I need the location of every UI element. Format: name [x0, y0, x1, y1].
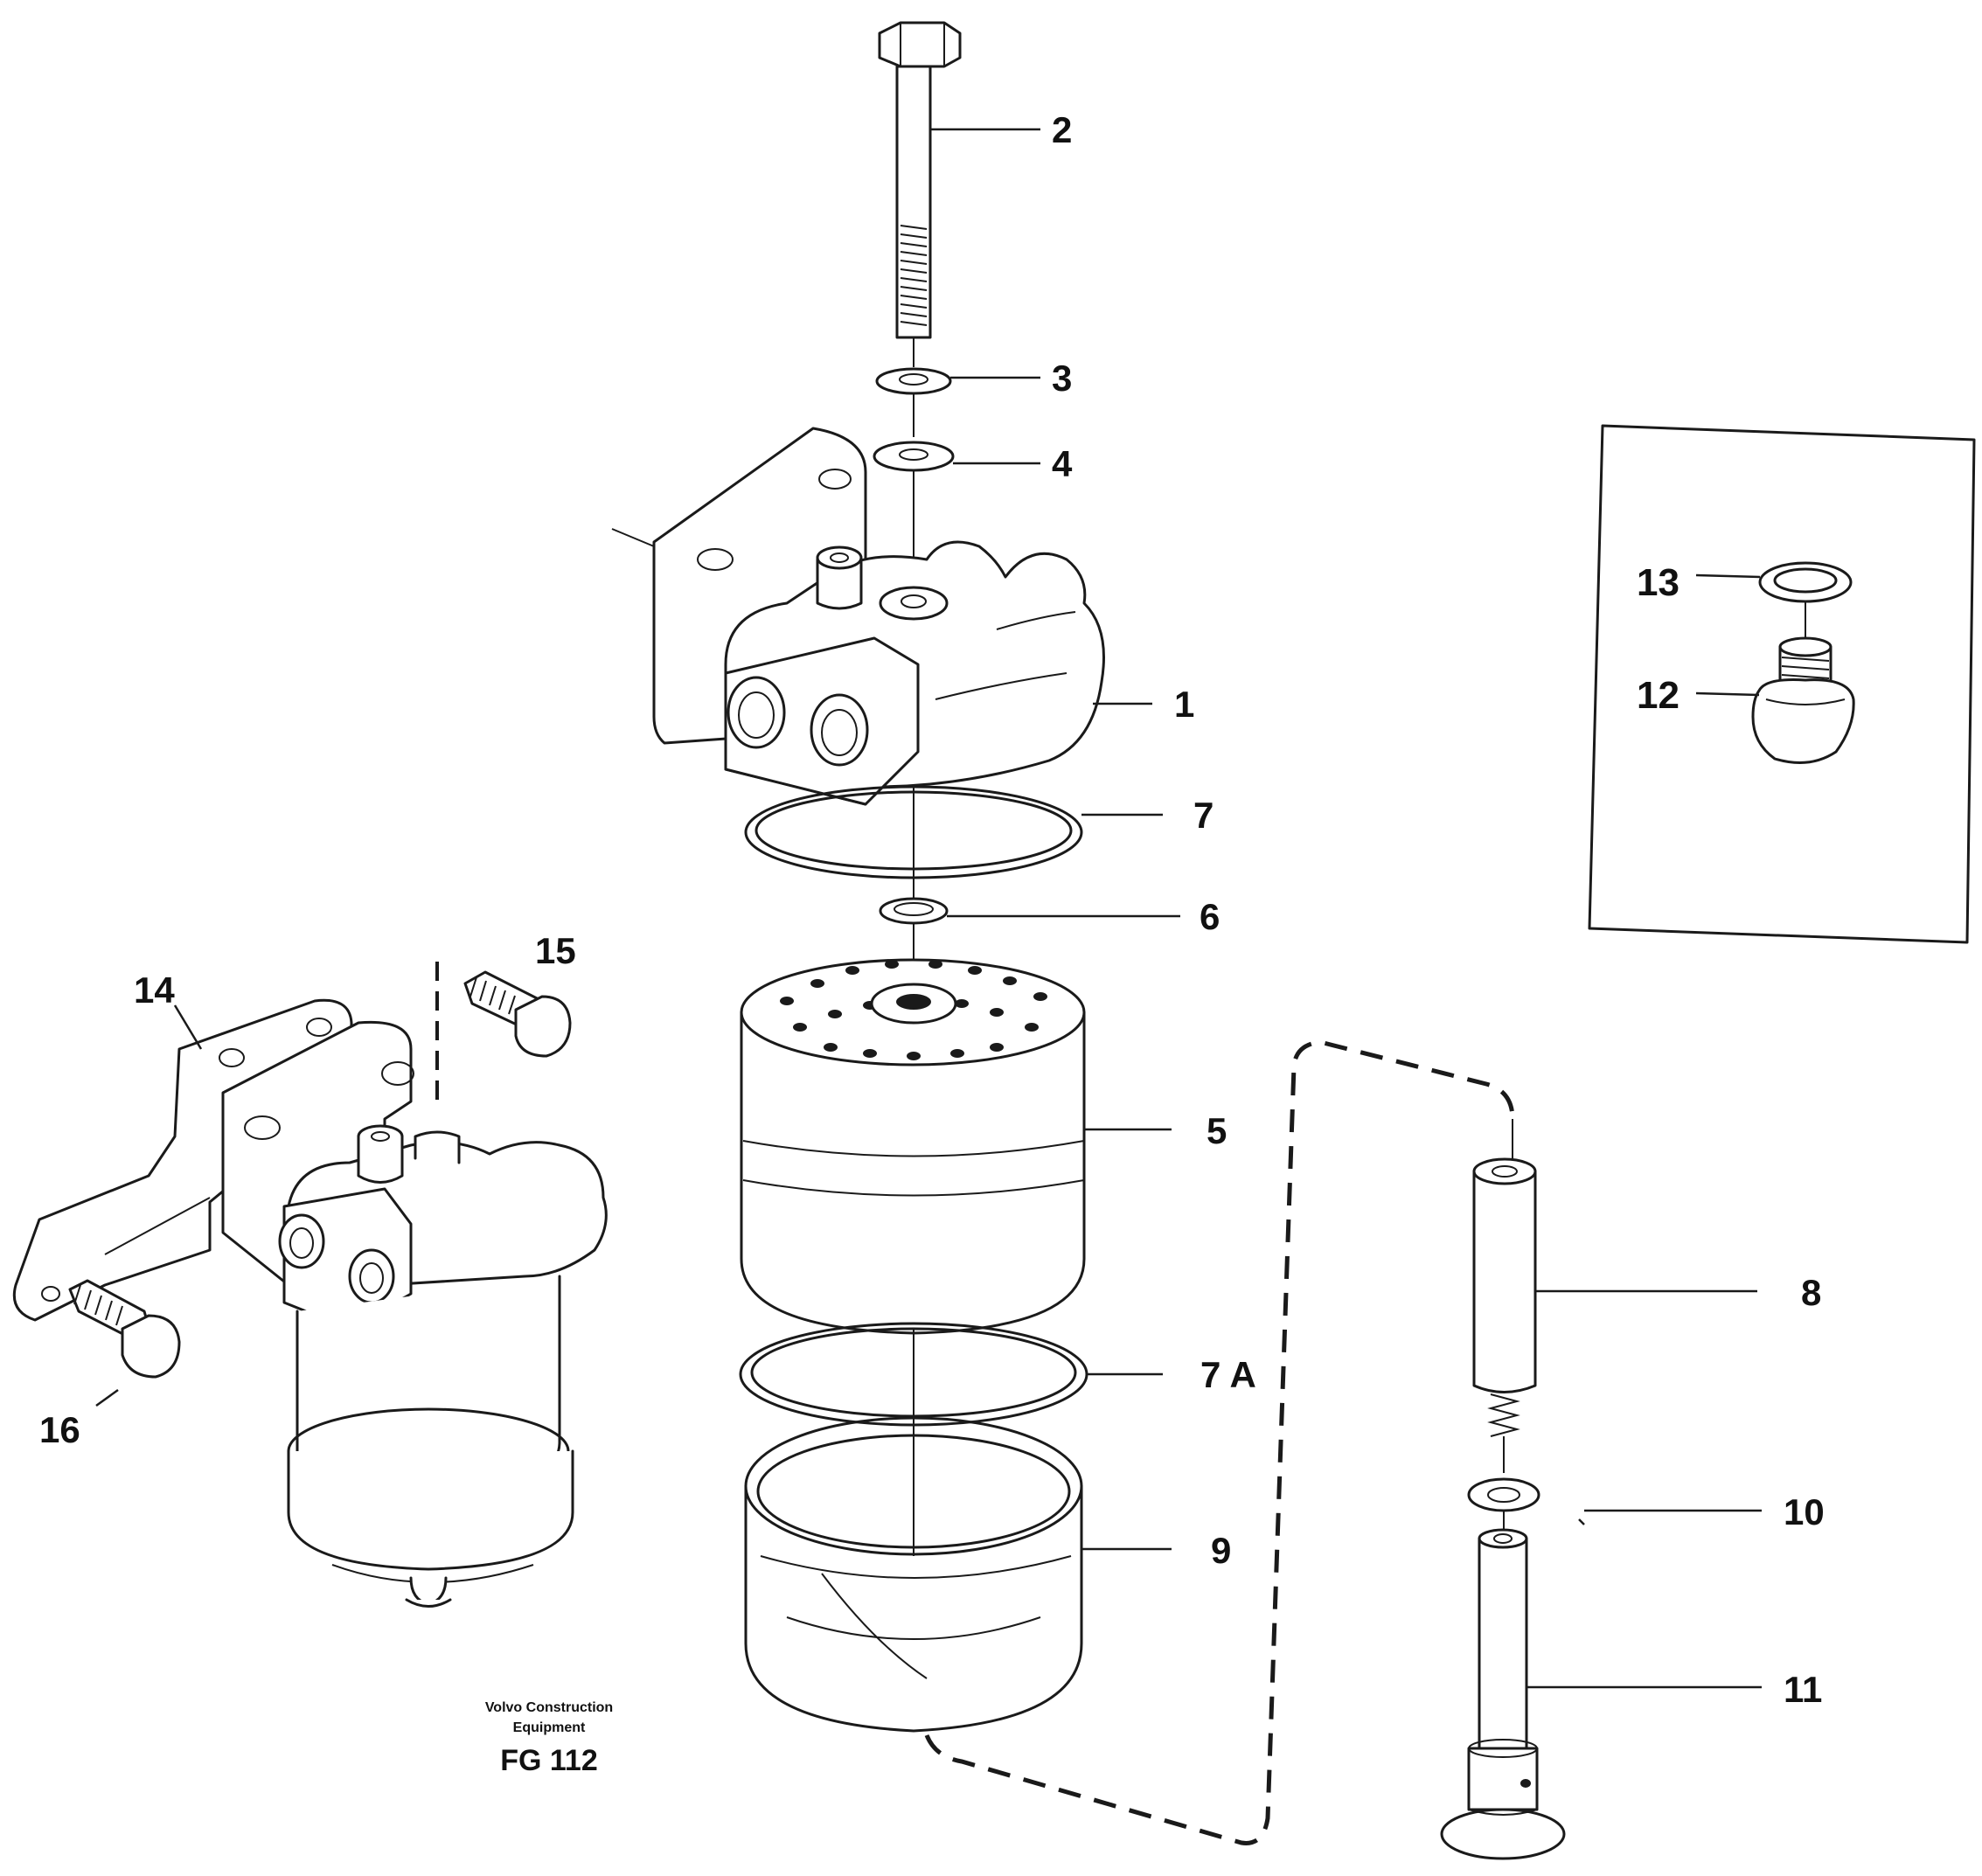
caption-company-line1: Volvo Construction: [485, 1700, 613, 1715]
label-part-7a: 7 A: [1200, 1354, 1256, 1395]
figure-caption: Volvo Construction Equipment FG 112: [485, 1700, 613, 1777]
label-part-8: 8: [1801, 1272, 1821, 1313]
washer-part-10: [1467, 1477, 1585, 1530]
bolt-part-2: [878, 21, 962, 367]
label-part-6: 6: [1200, 896, 1220, 937]
label-part-1: 1: [1174, 684, 1194, 725]
assembly-dashed-connector: [924, 1039, 1515, 1845]
filter-cartridge-part-5: [740, 958, 1086, 1335]
label-part-16: 16: [39, 1409, 80, 1450]
washer-part-3: [875, 367, 952, 437]
leader-lines: [95, 128, 1762, 1689]
label-part-12: 12: [1637, 674, 1679, 717]
filter-assembly-overview: [12, 962, 608, 1608]
filter-head-part-1: [611, 427, 1105, 806]
water-bowl-part-9: [744, 1416, 1083, 1733]
caption-company-line2: Equipment: [513, 1720, 586, 1735]
label-part-2: 2: [1052, 109, 1072, 150]
label-part-7: 7: [1193, 795, 1214, 836]
sleeve-part-8: [1472, 1119, 1537, 1473]
label-part-9: 9: [1211, 1530, 1231, 1571]
drain-pin-part-11: [1440, 1528, 1566, 1860]
label-part-14: 14: [134, 969, 175, 1011]
inset-detail-box: [1588, 424, 1976, 944]
label-part-15: 15: [535, 930, 576, 971]
figure-code: FG 112: [500, 1744, 598, 1777]
label-part-11: 11: [1784, 1669, 1822, 1710]
label-part-3: 3: [1052, 358, 1072, 399]
label-part-4: 4: [1052, 443, 1073, 484]
label-part-13: 13: [1637, 561, 1679, 604]
label-part-10: 10: [1784, 1491, 1825, 1532]
label-part-5: 5: [1207, 1110, 1227, 1151]
o-ring-part-7: [744, 785, 1083, 900]
part-number-labels: 2 3 4 1 7 6 5 7 A 9 8 10 11 13 12 14 15 …: [39, 109, 1825, 1710]
